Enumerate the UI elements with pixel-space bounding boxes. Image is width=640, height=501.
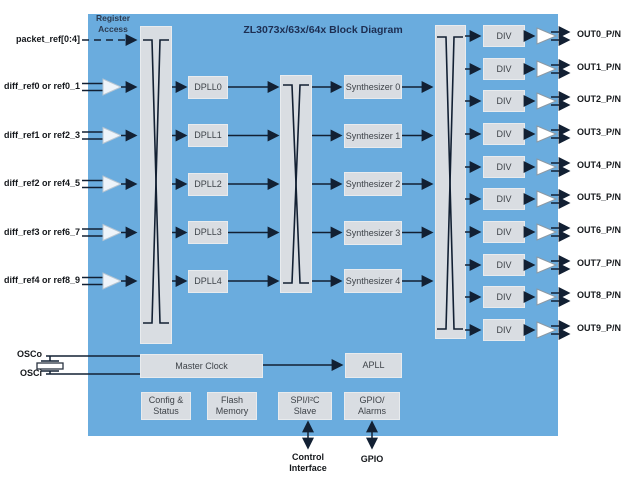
out7-label: OUT7_P/N [577, 258, 622, 268]
out2-label: OUT2_P/N [577, 94, 622, 104]
osci-label: OSCi [19, 368, 42, 378]
out9-label: OUT9_P/N [577, 323, 622, 333]
synthesizer4-block: Synthesizer 4 [344, 269, 402, 293]
out0-label: OUT0_P/N [577, 29, 622, 39]
synthesizer2-block: Synthesizer 2 [344, 172, 402, 196]
dpll4-block: DPLL4 [188, 270, 228, 293]
diff-ref3-label: diff_ref3 or ref6_7 [3, 227, 80, 237]
dpll3-block: DPLL3 [188, 221, 228, 244]
div-block: DIV [483, 319, 525, 341]
dpll-crossbar [280, 75, 312, 293]
div-block: DIV [483, 90, 525, 112]
synthesizer0-block: Synthesizer 0 [344, 75, 402, 99]
diagram-title: ZL3073x/63x/64x Block Diagram [243, 24, 403, 36]
div-block: DIV [483, 58, 525, 80]
spi-i2c-slave-block: SPI/I²C Slave [278, 392, 332, 420]
synthesizer3-block: Synthesizer 3 [344, 221, 402, 245]
div-block: DIV [483, 123, 525, 145]
out4-label: OUT4_P/N [577, 160, 622, 170]
gpio-label: GPIO [360, 454, 384, 464]
input-crossbar [140, 26, 172, 344]
dpll0-block: DPLL0 [188, 76, 228, 99]
osco-label: OSCo [16, 349, 42, 359]
div-block: DIV [483, 221, 525, 243]
diff-ref1-label: diff_ref1 or ref2_3 [3, 130, 80, 140]
flash-memory-block: Flash Memory [207, 392, 257, 420]
out5-label: OUT5_P/N [577, 192, 622, 202]
out3-label: OUT3_P/N [577, 127, 622, 137]
div-block: DIV [483, 188, 525, 210]
dpll2-block: DPLL2 [188, 173, 228, 196]
out6-label: OUT6_P/N [577, 225, 622, 235]
diff-ref4-label: diff_ref4 or ref8_9 [3, 275, 80, 285]
synthesizer1-block: Synthesizer 1 [344, 124, 402, 148]
packet-ref-label: packet_ref[0:4] [15, 34, 80, 44]
diff-ref0-label: diff_ref0 or ref0_1 [3, 81, 80, 91]
div-block: DIV [483, 25, 525, 47]
control-interface-label: Control Interface [289, 452, 327, 474]
register-access-label: Register Access [95, 13, 130, 34]
out8-label: OUT8_P/N [577, 290, 622, 300]
div-block: DIV [483, 254, 525, 276]
div-block: DIV [483, 156, 525, 178]
master-clock-block: Master Clock [140, 354, 263, 378]
gpio-alarms-block: GPIO/ Alarms [344, 392, 400, 420]
output-crossbar [435, 25, 466, 339]
config-status-block: Config & Status [141, 392, 191, 420]
div-block: DIV [483, 286, 525, 308]
dpll1-block: DPLL1 [188, 124, 228, 147]
apll-block: APLL [345, 353, 402, 378]
diff-ref2-label: diff_ref2 or ref4_5 [3, 178, 80, 188]
out1-label: OUT1_P/N [577, 62, 622, 72]
